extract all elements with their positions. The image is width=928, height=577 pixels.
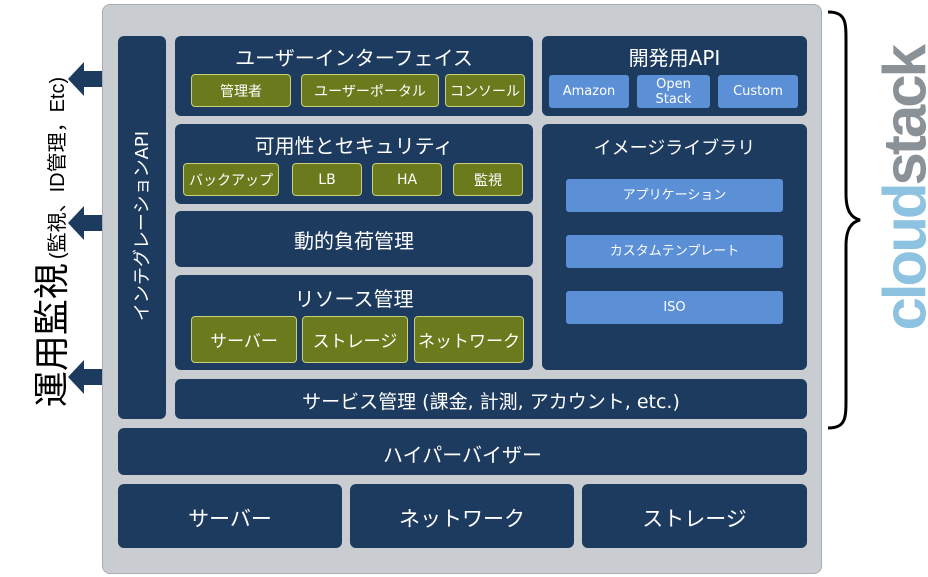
resource-management-box: リソース管理 サーバー ストレージ ネットワーク	[175, 275, 533, 370]
infra-server-label: サーバー	[188, 507, 272, 531]
ui-item-admin: 管理者	[191, 74, 291, 107]
user-interface-box: ユーザーインターフェイス 管理者 ユーザーポータル コンソール	[175, 36, 533, 116]
image-item-iso: ISO	[566, 291, 783, 324]
image-item-custom-template: カスタムテンプレート	[566, 235, 783, 268]
infra-storage-box: ストレージ	[582, 484, 807, 548]
availability-item-ha: HA	[372, 163, 442, 196]
dynamic-load-title: 動的負荷管理	[294, 229, 414, 253]
infra-network-label: ネットワーク	[399, 507, 525, 531]
image-library-title: イメージライブラリ	[593, 138, 756, 159]
arrow-left-icon	[68, 360, 104, 394]
operations-label: 運用監視 (監視、ID管理，Etc)	[23, 77, 72, 407]
dynamic-load-box: 動的負荷管理	[175, 211, 533, 267]
availability-item-monitor: 監視	[453, 163, 523, 196]
ui-item-console: コンソール	[445, 74, 525, 107]
resource-item-storage: ストレージ	[302, 316, 408, 363]
infra-server-box: サーバー	[118, 484, 342, 548]
cloudstack-logo-part2: stack	[871, 47, 928, 186]
dev-api-item-custom: Custom	[718, 75, 798, 108]
cloudstack-logo: cloudstack	[872, 47, 928, 330]
curly-brace-icon	[827, 10, 861, 430]
integration-api-box: インテグレーションAPI	[118, 36, 166, 419]
dev-api-item-openstack: Open Stack	[637, 75, 710, 108]
integration-api-label: インテグレーションAPI	[132, 130, 153, 322]
availability-security-box: 可用性とセキュリティ バックアップ LB HA 監視	[175, 124, 533, 204]
image-item-application: アプリケーション	[566, 179, 783, 212]
resource-management-title: リソース管理	[294, 287, 414, 311]
arrow-left-icon	[68, 62, 104, 96]
infra-storage-label: ストレージ	[642, 507, 747, 531]
service-management-box: サービス管理 (課金, 計測, アカウント, etc.)	[175, 379, 807, 419]
ui-item-user-portal: ユーザーポータル	[301, 74, 439, 107]
availability-item-backup: バックアップ	[183, 163, 279, 196]
cloudstack-logo-part1: cloud	[871, 185, 928, 331]
hypervisor-title: ハイパーバイザー	[383, 443, 542, 467]
image-library-box: イメージライブラリ アプリケーション カスタムテンプレート ISO	[542, 124, 807, 370]
operations-label-sub: (監視、ID管理，Etc)	[47, 76, 69, 260]
resource-item-server: サーバー	[191, 316, 297, 363]
availability-item-lb: LB	[292, 163, 362, 196]
dev-api-title: 開発用API	[628, 46, 721, 70]
arrow-left-icon	[68, 206, 104, 240]
user-interface-title: ユーザーインターフェイス	[235, 46, 473, 70]
availability-security-title: 可用性とセキュリティ	[254, 134, 454, 158]
infra-network-box: ネットワーク	[350, 484, 574, 548]
service-management-title: サービス管理 (課金, 計測, アカウント, etc.)	[302, 391, 680, 413]
dev-api-item-amazon: Amazon	[549, 75, 629, 108]
hypervisor-box: ハイパーバイザー	[118, 428, 807, 475]
resource-item-network: ネットワーク	[414, 316, 524, 363]
dev-api-box: 開発用API Amazon Open Stack Custom	[542, 36, 807, 116]
